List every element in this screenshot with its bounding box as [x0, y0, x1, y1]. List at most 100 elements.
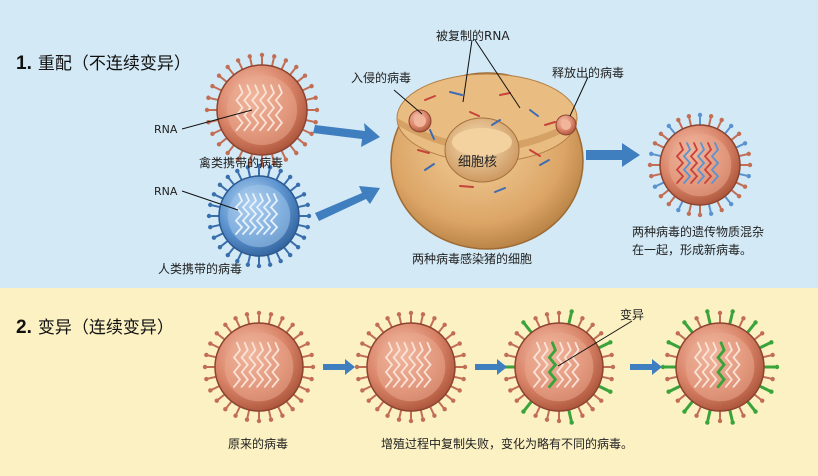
pointer-lines: [181, 39, 633, 367]
spike-tip: [652, 184, 658, 189]
rna-strand: [716, 341, 726, 389]
rna-strand: [243, 84, 252, 132]
spike-tip: [204, 107, 210, 113]
spike-tip: [214, 331, 219, 336]
spike-tip: [457, 341, 462, 346]
spike-tip: [244, 312, 250, 317]
spike-tip: [305, 224, 310, 230]
spike-tip: [461, 376, 466, 382]
rna-strand: [248, 193, 258, 235]
spike-tip: [686, 114, 692, 119]
rna-strand: [724, 341, 733, 388]
spike-tip: [280, 413, 285, 418]
spike-tip: [225, 252, 231, 258]
spike-tip: [204, 376, 209, 382]
rna-strand: [689, 142, 699, 184]
rna-strand: [709, 341, 718, 388]
original-virus-label: 原来的病毒: [228, 437, 289, 451]
spike-tip: [544, 312, 550, 317]
spike-tip: [580, 413, 585, 418]
spike-tip: [609, 352, 614, 358]
spike-tip: [360, 341, 365, 346]
spike-tip: [206, 213, 212, 219]
spike-tip: [235, 157, 241, 162]
spike-tip: [305, 388, 310, 393]
new-reassorted-virus: [647, 112, 753, 218]
spike-tip: [396, 417, 402, 422]
spike-tip: [736, 193, 742, 199]
rna-strand: [240, 341, 249, 388]
core: [376, 332, 446, 402]
spike-tip: [217, 182, 223, 188]
avian-virus: [204, 52, 320, 168]
spike-tip: [299, 398, 304, 403]
rna-strand: [540, 341, 549, 388]
spike-tip: [309, 83, 314, 89]
spike-tip: [708, 114, 714, 119]
spike-tip: [580, 316, 585, 321]
spike-tip: [366, 398, 371, 403]
spike-tip: [533, 316, 538, 321]
spike: [567, 311, 574, 326]
spike-tip: [202, 364, 208, 370]
spike-tip: [462, 364, 468, 370]
spike-tip: [208, 341, 213, 346]
spike-tip: [306, 213, 312, 219]
spike-tip: [208, 388, 213, 393]
core: [224, 332, 294, 402]
spike-tip: [717, 418, 723, 424]
spike-tip: [736, 131, 742, 137]
section-1-title: 重配（不连续变异）: [37, 54, 191, 74]
spike-tip: [302, 142, 308, 147]
rna-strand: [269, 193, 279, 235]
spike-tip: [746, 173, 751, 179]
spike-tip: [235, 58, 241, 63]
rna-strand: [701, 341, 710, 388]
spike-tip: [676, 207, 681, 213]
spike-tip: [432, 413, 437, 418]
spike-tip: [774, 364, 780, 370]
spike-tip: [268, 312, 274, 317]
spike-tip: [396, 312, 402, 317]
spike-tip: [717, 310, 723, 316]
spike-tip: [283, 157, 289, 162]
invading-virus: [408, 109, 432, 133]
spike-tip: [556, 310, 562, 316]
spike-tip: [741, 316, 746, 321]
spike-tip: [295, 182, 301, 188]
spike-tip: [432, 316, 437, 321]
spike-tip: [233, 316, 238, 321]
spike-tip: [267, 165, 273, 170]
spike-tip: [697, 112, 703, 118]
spike-tip: [290, 322, 295, 327]
core: [524, 332, 594, 402]
spike-tip: [599, 331, 604, 336]
spike-tip: [457, 388, 462, 393]
rna-strand: [571, 341, 580, 388]
spike-tip: [299, 331, 304, 336]
spike: [728, 311, 735, 326]
spike-tip: [356, 376, 361, 382]
spike-tip: [697, 212, 703, 218]
spike-tip: [442, 322, 447, 327]
spike-tip: [665, 376, 670, 382]
spike-tip: [235, 258, 240, 264]
spike-tip: [599, 398, 604, 403]
section-1-number: 1.: [16, 53, 32, 74]
spike-tip: [256, 418, 262, 424]
rna-strand: [263, 341, 272, 388]
spike-tip: [294, 150, 299, 156]
spike-tip: [385, 316, 390, 321]
section-2-number: 2.: [16, 317, 32, 338]
spike-tip: [211, 235, 217, 240]
spike-tip: [760, 331, 765, 336]
spike-tip: [728, 201, 734, 207]
spike-tip: [223, 407, 228, 412]
rna-strand: [251, 84, 260, 132]
spike-tip: [569, 420, 574, 425]
spike-tip: [676, 117, 681, 123]
rna-strand: [693, 341, 703, 388]
spike-tip: [760, 398, 765, 403]
spike: [758, 384, 773, 394]
